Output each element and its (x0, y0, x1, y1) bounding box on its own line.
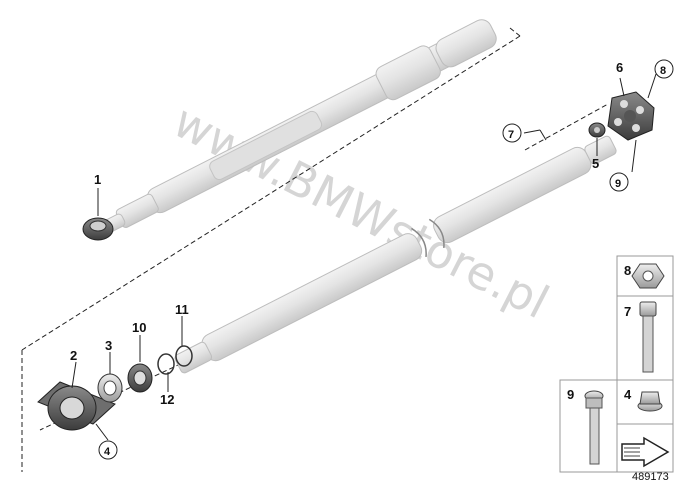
part-1-nut (82, 217, 114, 241)
legend-label-9: 9 (567, 387, 574, 402)
callout-10: 10 (132, 320, 146, 335)
direction-arrow-icon (621, 436, 670, 468)
legend-box-collar-bolt-9: 9 (559, 379, 618, 473)
callout-12: 12 (160, 392, 174, 407)
callout-1: 1 (94, 172, 101, 187)
callout-3: 3 (105, 338, 112, 353)
callout-leader-lines (71, 73, 657, 441)
part-10-ring (127, 363, 153, 393)
callout-7: 7 (508, 129, 514, 141)
legend-box-nut-8: 8 (616, 255, 674, 297)
rear-propeller-shaft (174, 135, 617, 374)
legend-label-7: 7 (624, 304, 631, 319)
callout-9: 9 (615, 178, 621, 190)
callout-4: 4 (104, 446, 111, 458)
part-2-center-bearing (37, 381, 116, 431)
callout-11: 11 (175, 302, 189, 317)
callout-6: 6 (616, 60, 623, 75)
callout-5: 5 (592, 156, 599, 171)
callout-7-circled: 7 (502, 123, 522, 143)
part-5-bushing (588, 122, 606, 138)
legend-label-8: 8 (624, 263, 631, 278)
fastener-legend: 8 7 9 4 (559, 255, 674, 473)
part-3-bearing-ring (97, 373, 123, 403)
callout-8-circled: 8 (654, 59, 674, 79)
callout-2: 2 (70, 348, 77, 363)
callout-8: 8 (660, 65, 666, 77)
part-6-flex-disc (607, 91, 655, 141)
legend-box-bolt-7: 7 (616, 295, 674, 381)
callout-labels: 1 2 3 10 11 12 5 6 4 7 8 9 (70, 59, 674, 460)
legend-box-direction-arrow (616, 423, 674, 473)
part-11-12-snap-rings (157, 345, 193, 375)
callout-4-circled: 4 (98, 440, 118, 460)
legend-box-flange-nut-4: 4 (616, 379, 674, 425)
diagram-number: 489173 (632, 471, 669, 483)
front-propeller-shaft (94, 19, 497, 238)
callout-9-circled: 9 (609, 172, 629, 192)
legend-label-4: 4 (624, 387, 632, 402)
